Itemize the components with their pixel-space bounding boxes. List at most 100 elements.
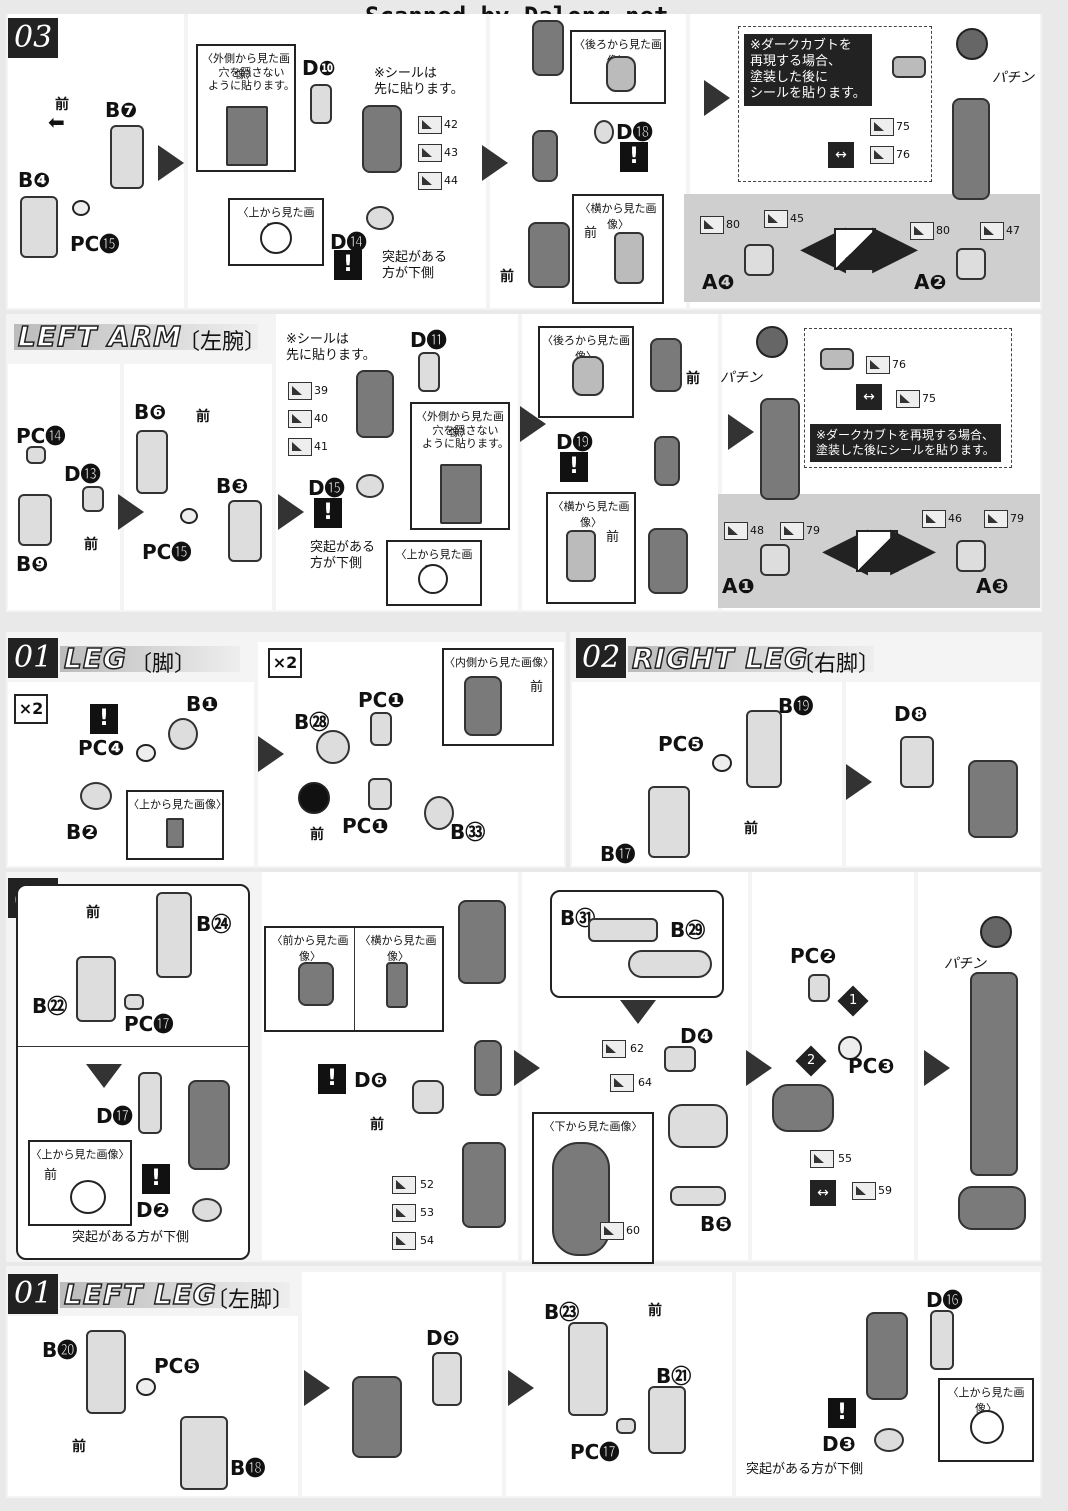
bubble-part xyxy=(226,106,268,166)
front-label: 前 xyxy=(500,269,514,285)
section-title: LEG xyxy=(63,641,127,676)
part-b29: B㉙ xyxy=(670,918,706,942)
b22-part xyxy=(76,956,116,1022)
b18-part xyxy=(180,1416,228,1490)
front-label: 前 xyxy=(370,1117,384,1133)
b24-part xyxy=(156,892,192,978)
dark-kabuto-box xyxy=(804,328,1012,468)
swap-icon: ↔ xyxy=(810,1180,836,1206)
sticker-39: 39 xyxy=(314,384,328,397)
d3-part xyxy=(874,1428,904,1452)
sticker-icon xyxy=(288,438,312,456)
title-bar xyxy=(628,646,874,672)
d9-part xyxy=(432,1352,462,1406)
front-label: 前 xyxy=(84,537,98,553)
view-divider xyxy=(354,928,355,1030)
part-pc1: PC❶ xyxy=(358,688,405,712)
part-d6: D❻ xyxy=(354,1068,388,1092)
sticker-76: 76 xyxy=(896,148,910,161)
warning-icon: ! xyxy=(334,250,362,280)
part-b7: B❼ xyxy=(105,98,138,122)
part-b33: B㉝ xyxy=(450,820,486,844)
section-title: LEFT LEG xyxy=(63,1277,217,1312)
dark-kabuto-box xyxy=(738,26,932,182)
section-title-jp: 〔左腕〕 xyxy=(178,330,267,355)
part-d16: D⓰ xyxy=(926,1288,963,1312)
part-b18: B⓲ xyxy=(230,1456,266,1480)
part-d11: D⓫ xyxy=(410,328,447,352)
sticker-64: 64 xyxy=(638,1076,652,1089)
armor-b4 xyxy=(20,196,58,258)
pc15-part xyxy=(72,200,90,216)
step-number: 03 xyxy=(8,18,59,58)
d17-part xyxy=(138,1072,162,1134)
sticker-icon xyxy=(810,1150,834,1168)
part-pc17: PC⓱ xyxy=(124,1012,174,1036)
pc1-part xyxy=(370,712,392,746)
step-arrow xyxy=(924,1050,950,1086)
pc17-part xyxy=(616,1418,636,1434)
part-b19: B⓳ xyxy=(778,694,814,718)
step-arrow xyxy=(728,414,754,450)
sticker-icon xyxy=(600,1222,624,1240)
b6-part xyxy=(136,430,168,494)
sticker-47: 47 xyxy=(1006,224,1020,237)
step-arrow-down xyxy=(86,1064,122,1088)
front-label: 前 xyxy=(648,1303,662,1319)
assembled-arm xyxy=(952,98,990,200)
b31-part xyxy=(588,918,658,942)
d8-part xyxy=(900,736,934,788)
sticker-42: 42 xyxy=(444,118,458,131)
side-view-bubble: 〈横から見た画像〉 前 xyxy=(572,194,664,304)
b29-part xyxy=(628,950,712,978)
front-view-part xyxy=(298,962,334,1006)
part-pc15: PC⓯ xyxy=(142,540,192,564)
front-label: 前 xyxy=(744,821,758,837)
sticker-icon xyxy=(984,510,1008,528)
sticker-75: 75 xyxy=(896,120,910,133)
sticker-icon xyxy=(922,510,946,528)
knee-joint-part xyxy=(474,1040,502,1096)
quantity-x2: ×2 xyxy=(268,648,302,678)
part-d15: D⓯ xyxy=(308,476,345,500)
pc3-part xyxy=(838,1036,862,1060)
step-arrow xyxy=(118,494,144,530)
b19-part xyxy=(746,710,782,788)
foot-assembled xyxy=(772,1084,834,1132)
sticker-48: 48 xyxy=(750,524,764,537)
sticker-icon xyxy=(610,1074,634,1092)
title-bar xyxy=(60,1282,290,1308)
warning-icon: ! xyxy=(90,704,118,734)
back-view-bubble: 〈後ろから見た画像〉 xyxy=(538,326,634,418)
part-d10: D❿ xyxy=(302,56,336,80)
foot-assembly-box xyxy=(550,890,724,998)
sticker-60: 60 xyxy=(626,1224,640,1237)
part-pc1b: PC❶ xyxy=(342,814,389,838)
d16-part xyxy=(930,1310,954,1370)
front-label: 前 xyxy=(196,409,210,425)
leg-part xyxy=(352,1376,402,1458)
upper-arm-part xyxy=(532,20,564,76)
d18-part xyxy=(594,120,614,144)
sticker-icon xyxy=(700,216,724,234)
b3-part xyxy=(228,500,262,562)
sticker-icon xyxy=(866,356,890,374)
pc4-part xyxy=(136,744,156,762)
sticker-icon xyxy=(896,390,920,408)
part-b20: B⓴ xyxy=(42,1338,78,1362)
sticker-icon xyxy=(910,222,934,240)
ring-part xyxy=(970,1410,1004,1444)
front-arrow: ⬅ xyxy=(48,110,65,134)
d4-part xyxy=(664,1046,696,1072)
lower-arm-part xyxy=(648,528,688,594)
part-b22: B㉒ xyxy=(32,994,68,1018)
b1-part xyxy=(168,718,198,750)
pc2-part xyxy=(808,974,830,1002)
pachin-label: パチン xyxy=(992,70,1034,86)
d14-part xyxy=(366,206,394,230)
part-pc5: PC❺ xyxy=(154,1354,201,1378)
side-view-part xyxy=(386,962,408,1008)
sticker-75: 75 xyxy=(922,392,936,405)
bump-note: 突起がある方が下側 xyxy=(72,1230,190,1245)
d10-part xyxy=(310,84,332,124)
